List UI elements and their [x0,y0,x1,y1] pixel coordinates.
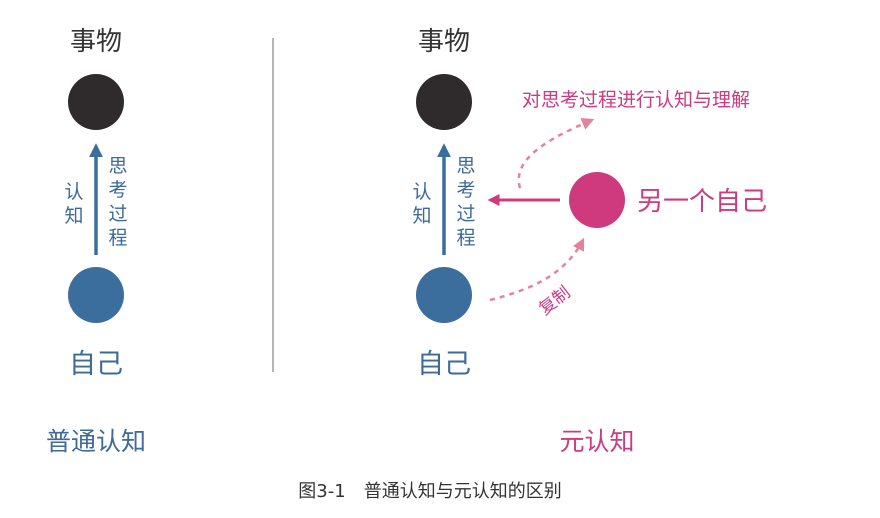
right-thinking-char-3: 程 [456,227,475,249]
right-object-label: 事物 [418,27,470,57]
left-thinking-char-0: 思 [108,155,127,177]
right-self-label: 自己 [417,349,471,380]
right-panel-title: 元认知 [559,427,634,456]
copy-dashed-arrow [489,237,585,302]
right-thinking-char-2: 过 [456,203,475,225]
right-cognition-char-1: 知 [412,205,431,227]
other-self-label: 另一个自己 [637,187,767,217]
left-self-label: 自己 [69,349,123,380]
copy-label: 复制 [535,283,574,320]
right-thinking-char-0: 思 [456,155,475,177]
left-cognition-char-1: 知 [64,205,83,227]
left-panel-title: 普通认知 [46,427,146,456]
left-thinking-char-2: 过 [108,203,127,225]
left-thinking-char-3: 程 [108,227,127,249]
left-self-circle [68,267,124,323]
left-thinking-char-1: 考 [108,179,127,201]
meta-label: 对思考过程进行认知与理解 [522,89,750,111]
left-object-circle [68,74,124,130]
meta-dashed-arrow [517,118,595,189]
right-self-circle [416,267,472,323]
left-cognition-char-0: 认 [64,181,83,203]
right-object-circle [416,74,472,130]
right-thinking-char-1: 考 [456,179,475,201]
left-object-label: 事物 [70,27,122,57]
right-cognition-char-0: 认 [412,181,431,203]
other-self-circle [569,172,625,228]
figure-caption: 图3-1 普通认知与元认知的区别 [298,481,561,502]
